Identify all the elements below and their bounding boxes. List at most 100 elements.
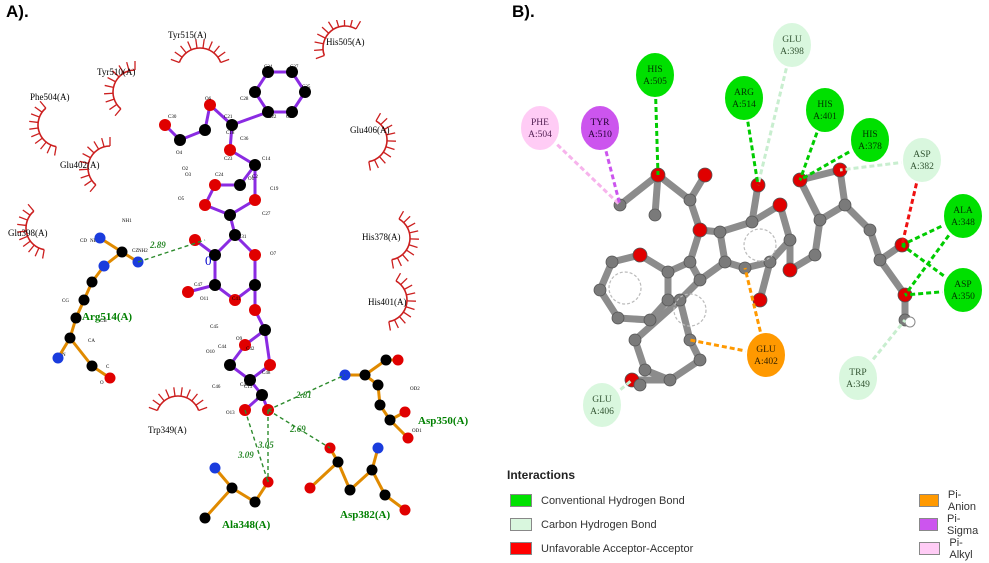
hydrophobic-spoke [101, 137, 105, 147]
atom-label: C34 [264, 65, 273, 70]
atom-label: O3 [185, 173, 192, 178]
legend-swatch [919, 494, 939, 507]
atom-label: CA [88, 339, 95, 344]
hydrophobic-residue-label: Trp349(A) [148, 425, 187, 435]
hydrophobic-spoke [41, 249, 45, 259]
hydrophobic-residue-label: Phe504(A) [30, 92, 70, 102]
residue-atom [78, 294, 90, 306]
atom-label: C27 [262, 212, 271, 217]
legend-swatch [510, 494, 532, 507]
residue-id: A:505 [643, 77, 667, 87]
residue-atom [366, 464, 378, 476]
residue-bubble [849, 116, 891, 164]
ligand-carbon-atom [783, 233, 797, 247]
hydrophobic-contact [368, 112, 397, 171]
residue-id: A:378 [858, 142, 882, 152]
ligand-carbon-atom [661, 293, 675, 307]
ligand-carbon-atom [229, 229, 241, 241]
hydrophobic-spoke [18, 216, 28, 221]
ligand-carbon-atom [244, 374, 256, 386]
legend-swatch [510, 518, 532, 531]
residue-bubble [579, 104, 621, 152]
residue-atom [104, 372, 116, 384]
atom-label: O7 [270, 252, 277, 257]
hydrophobic-arc [87, 145, 111, 186]
ligand-carbon-atom [611, 311, 625, 325]
ligand-carbon-atom [174, 134, 186, 146]
ligand-carbon-atom [299, 86, 311, 98]
residue-bubble [804, 86, 846, 134]
interaction-line [799, 138, 871, 182]
hydrophobic-spoke [40, 141, 47, 150]
ligand-carbon-atom [259, 324, 271, 336]
hbond-distance: 3.05 [257, 440, 274, 450]
atom-label: C46 [212, 385, 221, 390]
residue-atom [64, 332, 76, 344]
residue-atom [332, 456, 344, 468]
legend-item-pi-anion: Pi-Anion [919, 489, 985, 513]
residue-name: HIS [862, 130, 877, 140]
legend-label: Unfavorable Acceptor-Acceptor [541, 542, 694, 555]
hydrophobic-contact [170, 39, 230, 64]
residue-name: HIS [647, 65, 662, 75]
legend-swatch [919, 542, 941, 555]
hydrophobic-spoke [22, 209, 31, 216]
hydrophobic-arc [25, 210, 45, 251]
hydrophobic-arc [37, 107, 57, 148]
hydrophobic-spoke [314, 49, 324, 52]
hydrophobic-spoke [158, 393, 165, 402]
ligand-hydrogen-atom [904, 316, 916, 328]
ligand-carbon-atom [683, 193, 697, 207]
atom-label: O [100, 381, 104, 386]
hydrophobic-arc [156, 395, 200, 411]
residue-bond [68, 337, 94, 367]
interaction-line [742, 97, 760, 186]
residue-name: ASP [913, 150, 930, 160]
ligand-carbon-atom [199, 124, 211, 136]
ligand-carbon-atom [683, 255, 697, 269]
residue-name: GLU [592, 395, 612, 405]
residue-bond [308, 460, 340, 490]
atom-label: O9 [236, 337, 243, 342]
hydrophobic-spoke [19, 235, 28, 241]
hydrophobic-spoke [368, 161, 372, 171]
residue-atom [249, 496, 261, 508]
ligand-carbon-atom [209, 279, 221, 291]
hydrophobic-spoke [208, 41, 213, 51]
hbond-distance: 2.69 [289, 424, 306, 434]
atom-label: C21 [224, 115, 233, 120]
residue-atom [402, 432, 414, 444]
hydrophobic-spoke [398, 316, 406, 324]
residue-atom [392, 354, 404, 366]
hydrophobic-spoke [53, 146, 57, 156]
hydrophobic-spoke [79, 160, 89, 164]
hydrophobic-spoke [89, 184, 97, 193]
hydrophobic-spoke [191, 393, 198, 402]
ligand-carbon-atom [234, 179, 246, 191]
atom-label: C14 [262, 157, 271, 162]
hydrophobic-spoke [383, 124, 393, 130]
hydrophobic-spoke [409, 230, 419, 234]
legend-item-conventional-hbond: Conventional Hydrogen Bond [510, 494, 685, 507]
residue-name: GLU [756, 345, 776, 355]
hydrophobic-spoke [29, 120, 39, 124]
residue-atom [399, 406, 411, 418]
residue-bond [203, 486, 234, 520]
hydrophobic-spoke [180, 45, 187, 54]
ligand-carbon-atom [638, 363, 652, 377]
legend-item-pi-sigma: Pi-Sigma [919, 513, 985, 537]
legend-swatch [510, 542, 532, 555]
hydrophobic-spoke [321, 26, 330, 34]
hydrophobic-arc [178, 47, 222, 63]
ligand-carbon-atom [628, 333, 642, 347]
ligand-carbon-atom [683, 333, 697, 347]
residue-name: ASP [954, 280, 971, 290]
hbond-distance: 2.81 [295, 390, 312, 400]
hydrophobic-spoke [79, 168, 89, 171]
hydrophobic-spoke [152, 399, 161, 406]
hydrophobic-spoke [17, 223, 27, 227]
legend-item-carbon-hbond: Carbon Hydrogen Bond [510, 518, 657, 531]
